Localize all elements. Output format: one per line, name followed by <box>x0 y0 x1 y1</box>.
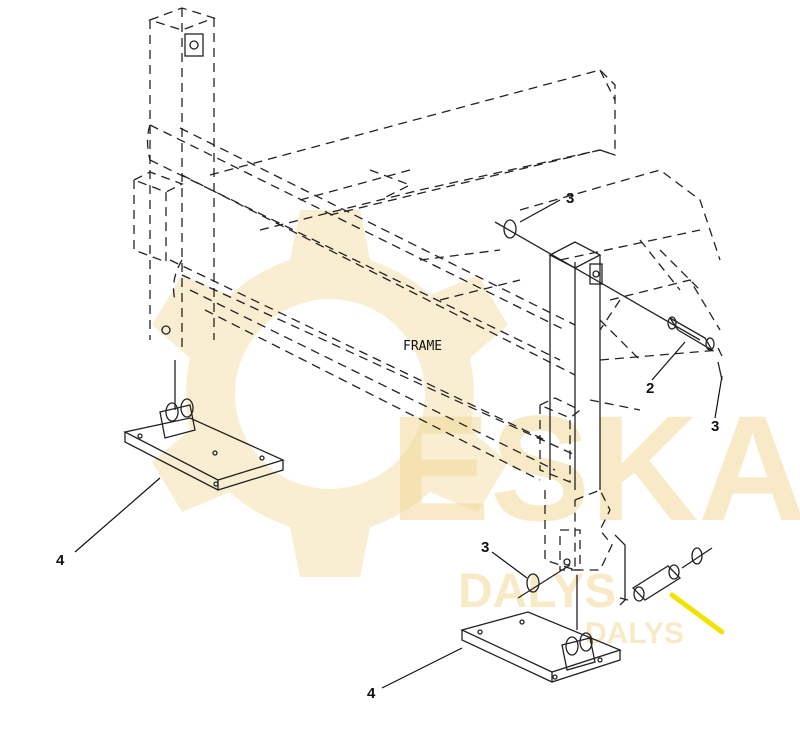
watermark-brand: ESKA <box>390 384 800 552</box>
bottom-pin-assembly <box>517 534 725 635</box>
watermark-sub-2: DALYS <box>585 617 684 650</box>
frame-label: FRAME <box>403 339 442 354</box>
cross-beams <box>146 124 576 481</box>
top-washer <box>503 219 517 239</box>
rear-frame <box>209 69 721 411</box>
bottom-clevis <box>561 632 596 671</box>
callout-3-right: 3 <box>711 418 719 435</box>
right-post <box>539 241 613 571</box>
spacer-part-2 <box>667 316 715 352</box>
top-pin-assembly <box>494 219 723 381</box>
left-post <box>133 7 217 352</box>
left-clevis <box>159 398 196 439</box>
bottom-base-plate <box>460 575 622 683</box>
bottom-spacer <box>631 564 682 602</box>
callout-4-left: 4 <box>56 552 65 569</box>
left-base-plate <box>123 360 285 491</box>
bottom-washer-right <box>691 547 703 565</box>
highlight-pin <box>669 592 725 635</box>
callout-2: 2 <box>646 380 654 397</box>
watermark-sub-1: DALYS <box>458 565 616 618</box>
callout-4-bottom: 4 <box>367 685 376 702</box>
bottom-washer-left <box>526 573 540 593</box>
callout-3-bottom: 3 <box>481 539 489 556</box>
leader-lines <box>74 199 723 689</box>
callout-3-top: 3 <box>566 190 574 207</box>
